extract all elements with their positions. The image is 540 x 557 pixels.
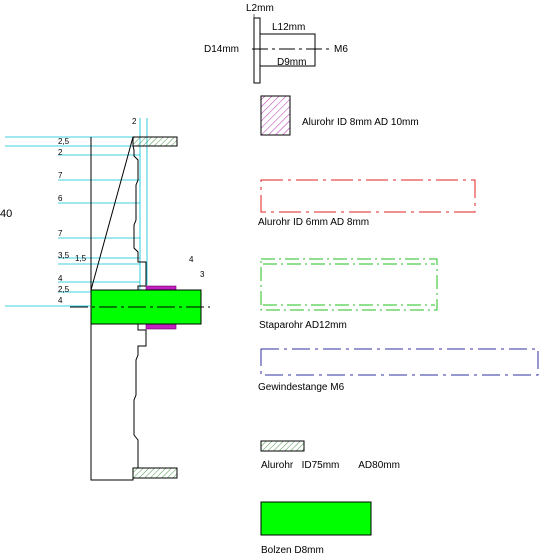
legend-label-gewinde: Gewindestange M6	[258, 382, 345, 393]
d14-label: D14mm	[204, 44, 239, 55]
dim-2-top: 2	[58, 148, 63, 157]
dim-40: 40	[0, 208, 12, 220]
legend-swatch-alu80	[260, 440, 305, 452]
washer-top	[145, 285, 177, 291]
part-detail: L2mm L12mm D14mm D9mm M6	[204, 3, 348, 84]
legend-label-alu10: Alurohr ID 8mm AD 10mm	[302, 117, 419, 128]
d9-label: D9mm	[277, 57, 306, 68]
dim-4-a: 4	[58, 274, 63, 283]
legend-label-alu8: Alurohr ID 6mm AD 8mm	[258, 217, 369, 228]
legend-label-bolzen: Bolzen D8mm	[261, 545, 324, 556]
dim-3-right: 3	[200, 270, 205, 279]
l12-label: L12mm	[272, 22, 305, 33]
washer-bottom	[145, 323, 177, 330]
legend-swatch-gewinde	[260, 348, 539, 376]
dim-2-5-top: 2,5	[58, 137, 70, 146]
bottom-alurohr-section	[132, 467, 178, 479]
top-alurohr-section	[132, 136, 178, 147]
legend-swatch-stapa	[260, 258, 438, 311]
legend-swatch-alu10	[260, 95, 291, 136]
dim-4-right: 4	[189, 255, 194, 264]
dim-4-b: 4	[58, 296, 63, 305]
dim-3-5: 3,5	[58, 251, 70, 260]
part-head	[253, 17, 261, 84]
legend-label-alu80: Alurohr ID75mm AD80mm	[261, 460, 400, 471]
cross-section: 40 2,5 2 7 6 7 3,5 1,5 4 2,5 4 2 4 3	[0, 117, 210, 481]
legend-swatch-bolzen	[260, 501, 372, 536]
m6-label: M6	[334, 44, 348, 55]
part-shaft	[259, 33, 316, 67]
legend-label-stapa: Staparohr AD12mm	[259, 320, 347, 331]
legend-swatch-alu8	[260, 179, 476, 213]
dim-2-5-b: 2,5	[58, 285, 70, 294]
l2-label: L2mm	[246, 3, 274, 14]
dim-7-b: 7	[58, 229, 63, 238]
dimension-lines	[5, 118, 148, 307]
dim-6: 6	[58, 194, 63, 203]
legend: Alurohr ID 8mm AD 10mm Alurohr ID 6mm AD…	[258, 95, 539, 556]
dim-7-a: 7	[58, 171, 63, 180]
dim-2-vertical: 2	[132, 117, 137, 126]
dim-1-5: 1,5	[75, 254, 87, 263]
